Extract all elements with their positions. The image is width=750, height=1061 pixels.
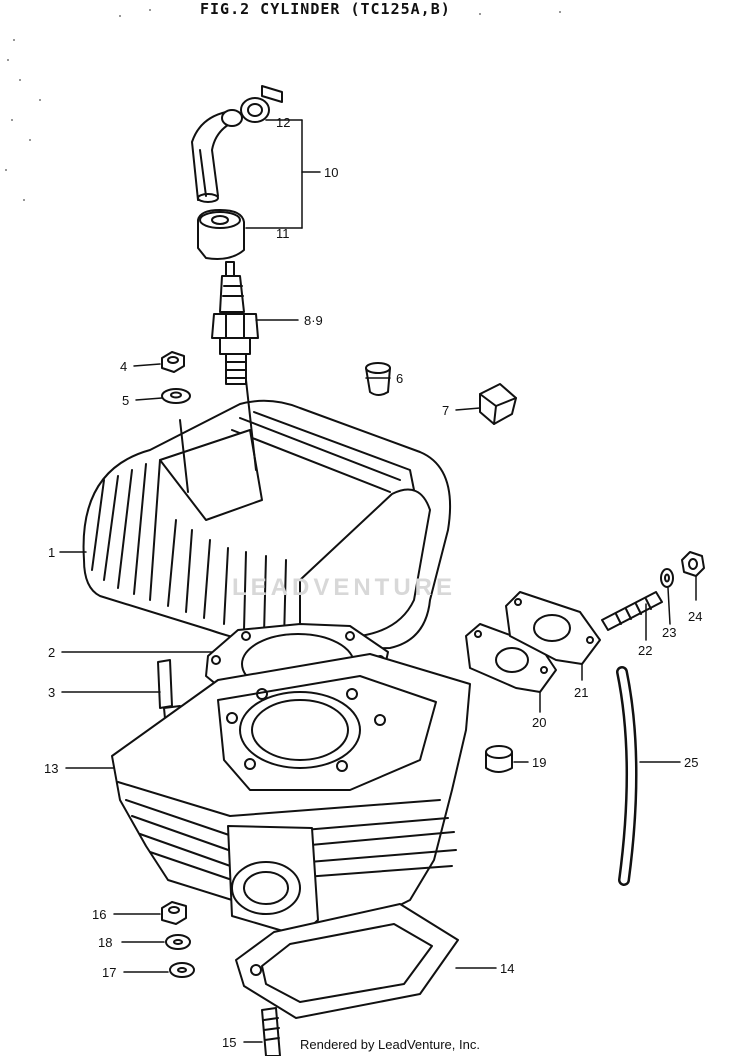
watermark-text: LEADVENTURE: [232, 574, 457, 601]
callout-20: 20: [532, 715, 546, 730]
callout-7: 7: [442, 403, 449, 418]
breather-hose: [616, 666, 638, 886]
callout-22: 22: [638, 643, 652, 658]
cylinder-block: [111, 653, 471, 937]
spark-plug: [211, 261, 259, 385]
cylinder-cap: [485, 745, 513, 773]
render-credit: Rendered by LeadVenture, Inc.: [300, 1037, 480, 1052]
plug-cap-rubber-boot: [197, 209, 245, 260]
head-washer: [161, 388, 191, 404]
intake-washer: [660, 568, 674, 588]
callout-3: 3: [48, 685, 55, 700]
flat-washer: [169, 962, 195, 978]
intake-nut: [681, 551, 705, 577]
intake-stud: [601, 591, 663, 631]
callout-23: 23: [662, 625, 676, 640]
callout-25: 25: [684, 755, 698, 770]
base-gasket: [235, 903, 459, 1019]
callout-labels: 1 2 3 4 5 6 7 8·9 10 11 12 13 14 15 16 1…: [44, 115, 702, 1050]
callout-21: 21: [574, 685, 588, 700]
head-nut: [161, 351, 185, 373]
callout-11: 11: [276, 226, 290, 241]
callout-24: 24: [688, 609, 702, 624]
callout-18: 18: [98, 935, 112, 950]
leader-lines: [59, 119, 697, 1043]
callout-15: 15: [222, 1035, 236, 1050]
intake-gasket: [465, 623, 557, 693]
figure-title: FIG.2 CYLINDER (TC125A,B): [200, 0, 451, 18]
plug-cap-elbow: [191, 109, 243, 203]
callout-6: 6: [396, 371, 403, 386]
callout-13: 13: [44, 761, 58, 776]
callout-1: 1: [48, 545, 55, 560]
intake-insulator: [505, 591, 601, 665]
cylinder-head: [82, 379, 452, 651]
lock-washer: [165, 934, 191, 950]
base-stud: [261, 1007, 281, 1057]
callout-2: 2: [48, 645, 55, 660]
callout-5: 5: [122, 393, 129, 408]
callout-14: 14: [500, 961, 514, 976]
callout-12: 12: [276, 115, 290, 130]
callout-8-9: 8·9: [304, 313, 323, 328]
callout-10: 10: [324, 165, 338, 180]
scan-speckle: [5, 9, 561, 201]
callout-17: 17: [102, 965, 116, 980]
callout-4: 4: [120, 359, 127, 374]
base-nut: [161, 901, 187, 925]
callout-19: 19: [532, 755, 546, 770]
rubber-damper: [479, 383, 517, 425]
plug-cap-seal: [240, 85, 283, 123]
callout-16: 16: [92, 907, 106, 922]
rubber-cap: [365, 362, 391, 396]
